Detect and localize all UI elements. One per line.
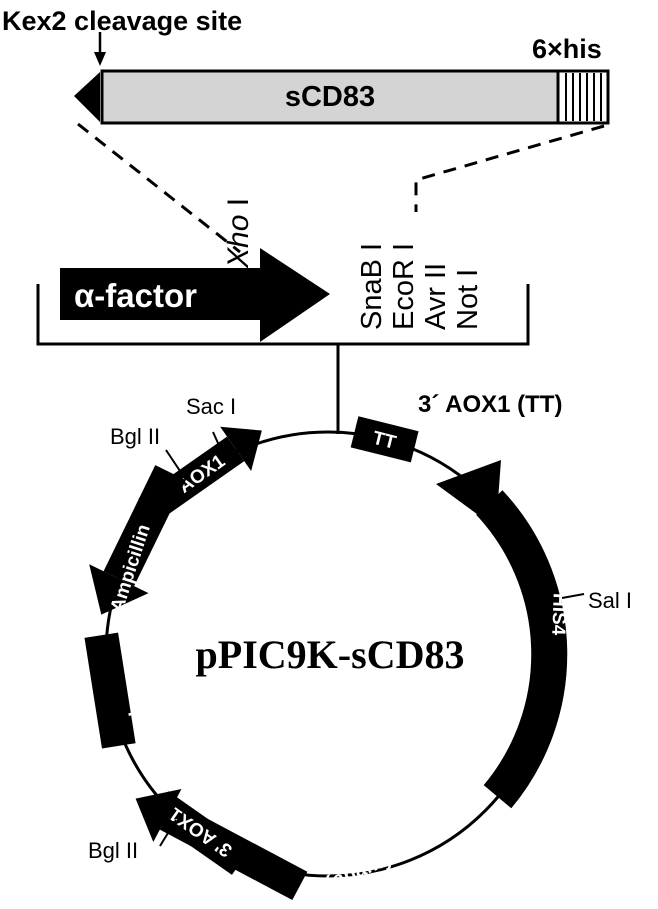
his-tag-box [556, 69, 610, 125]
xho-site-label: Xho I [222, 198, 255, 269]
signal-peptide-triangle [74, 72, 100, 122]
cassette-bracket [36, 284, 530, 346]
kex2-label: Kex2 cleavage site [2, 6, 242, 36]
mcs-site-labels: SnaB I EcoR I Avr II Not I [356, 243, 484, 330]
tt-region-label: 3´ AOX1 (TT) [418, 391, 562, 418]
ampicillin-feature [89, 465, 186, 615]
kanamycin-label: Kanamycin [316, 836, 423, 896]
not-site-label: Not I [452, 269, 484, 330]
sal-tick [561, 593, 585, 599]
scd83-label: sCD83 [285, 81, 375, 113]
bgl-top-site-label: Bgl II [110, 424, 160, 449]
tt-feature: TT [350, 416, 419, 463]
bgl-top-tick [165, 449, 187, 481]
snab-site-label: SnaB I [356, 243, 388, 330]
avr-site-label: Avr II [420, 263, 452, 330]
sac-tick [212, 431, 223, 453]
alpha-factor-arrow [60, 248, 330, 342]
bgl-bottom-tick [159, 819, 177, 847]
kex2-arrow [94, 32, 106, 66]
dashed-line-right [414, 124, 605, 212]
plasmid-name: pPIC9K-sCD83 [196, 632, 465, 677]
his4-label: HIS4 [547, 593, 569, 636]
bgl-bottom-site-label: Bgl II [88, 838, 138, 863]
ecor-site-label: EcoR I [388, 243, 420, 330]
his4-arc [476, 490, 568, 809]
dashed-line-left [77, 122, 241, 254]
aox3-feature: 3' AOX1 [150, 791, 251, 875]
his-tag-label: 6×his [532, 34, 602, 64]
sal-site-label: Sal I [588, 588, 632, 613]
sac-site-label: Sac I [186, 394, 236, 419]
his4-arrowhead [436, 460, 501, 528]
alpha-factor-label: α-factor [74, 277, 197, 314]
pbr322-feature [84, 632, 136, 749]
